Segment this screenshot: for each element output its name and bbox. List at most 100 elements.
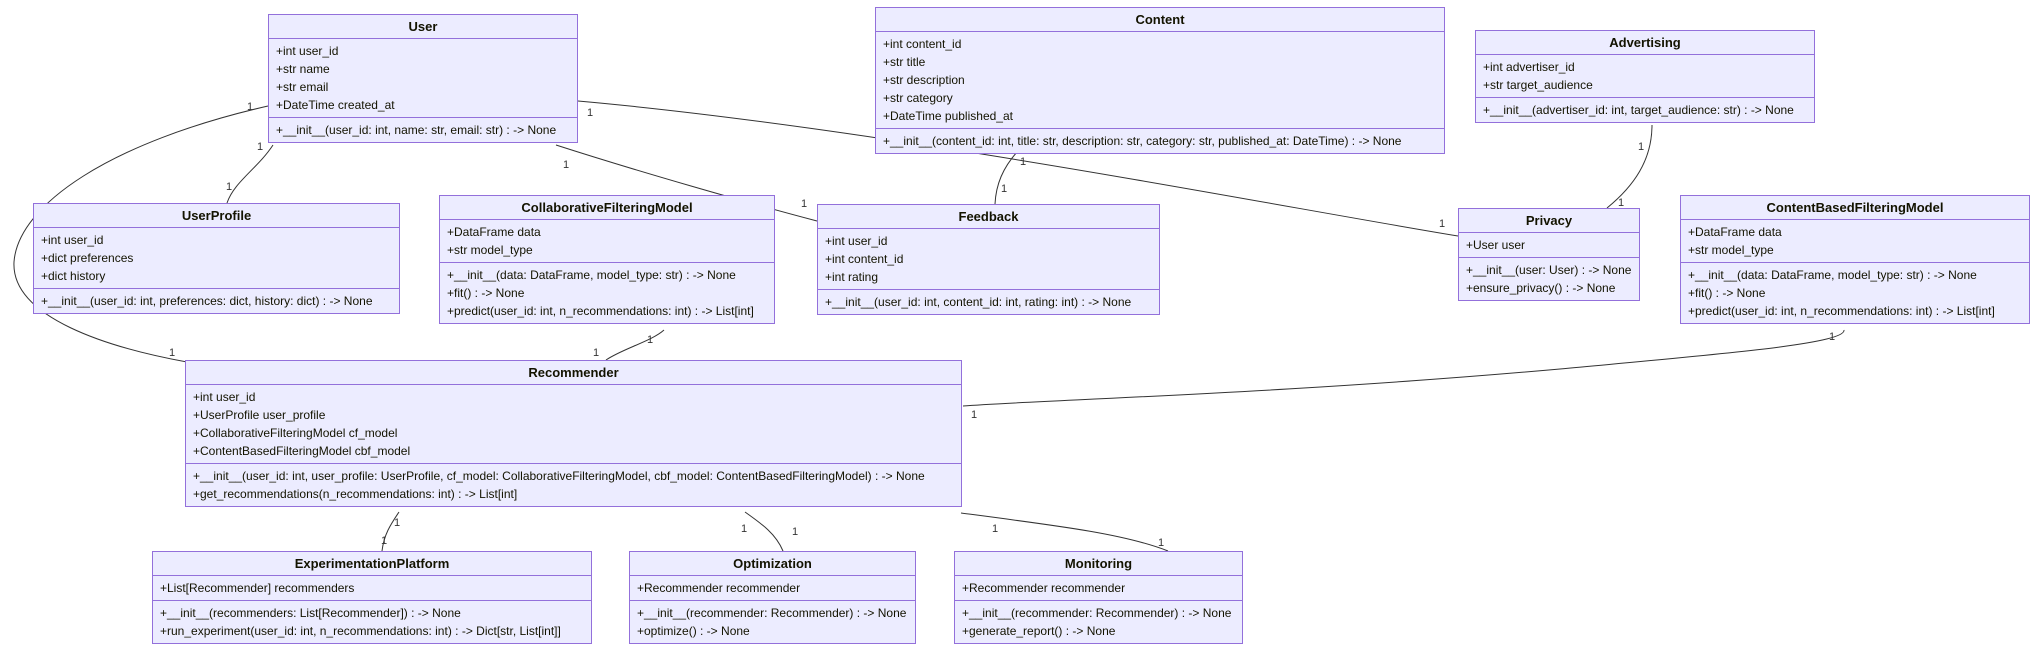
multiplicity-label: 1 [1001, 183, 1007, 195]
class-monitoring: Monitoring +Recommender recommender +__i… [954, 551, 1243, 644]
edge-cbf-recommender [962, 329, 1845, 407]
method: +optimize() : -> None [637, 624, 750, 638]
class-methods: +__init__(content_id: int, title: str, d… [876, 128, 1444, 153]
class-title: Monitoring [955, 552, 1242, 576]
attribute: +ContentBasedFilteringModel cbf_model [193, 444, 411, 458]
attribute: +str model_type [1688, 243, 1774, 257]
attribute: +str description [883, 73, 965, 87]
class-title: Content [876, 8, 1444, 32]
class-attributes: +Recommender recommender [955, 576, 1242, 600]
attribute: +int content_id [825, 252, 904, 266]
class-user: User +int user_id +str name +str email +… [268, 14, 578, 143]
multiplicity-label: 1 [1020, 156, 1026, 168]
multiplicity-label: 1 [226, 181, 232, 193]
edge-cf-recommender [605, 329, 665, 361]
method: +run_experiment(user_id: int, n_recommen… [160, 624, 561, 638]
class-contentbasedfilteringmodel: ContentBasedFilteringModel +DataFrame da… [1680, 195, 2030, 324]
attribute: +int advertiser_id [1483, 60, 1575, 74]
edge-user-feedback [555, 144, 818, 222]
class-methods: +__init__(user_id: int, user_profile: Us… [186, 463, 961, 506]
multiplicity-label: 1 [257, 141, 263, 153]
method: +__init__(data: DataFrame, model_type: s… [1688, 268, 1977, 282]
method: +__init__(content_id: int, title: str, d… [883, 134, 1402, 148]
method: +generate_report() : -> None [962, 624, 1116, 638]
class-feedback: Feedback +int user_id +int content_id +i… [817, 204, 1160, 315]
class-attributes: +Recommender recommender [630, 576, 915, 600]
class-optimization: Optimization +Recommender recommender +_… [629, 551, 916, 644]
attribute: +int user_id [276, 44, 339, 58]
class-attributes: +DataFrame data +str model_type [440, 220, 774, 262]
edge-user-privacy [577, 100, 1459, 237]
class-methods: +__init__(user_id: int, name: str, email… [269, 117, 577, 142]
class-title: User [269, 15, 577, 39]
method: +__init__(recommenders: List[Recommender… [160, 606, 461, 620]
attribute: +DateTime created_at [276, 98, 395, 112]
attribute: +int rating [825, 270, 879, 284]
attribute: +str model_type [447, 243, 533, 257]
attribute: +Recommender recommender [637, 581, 801, 595]
class-privacy: Privacy +User user +__init__(user: User)… [1458, 208, 1640, 301]
edge-recommender-optimization [744, 511, 784, 552]
method: +fit() : -> None [1688, 286, 1766, 300]
class-attributes: +int user_id +str name +str email +DateT… [269, 39, 577, 117]
class-recommender: Recommender +int user_id +UserProfile us… [185, 360, 962, 507]
multiplicity-label: 1 [971, 409, 977, 421]
multiplicity-label: 1 [1158, 537, 1164, 549]
attribute: +str category [883, 91, 953, 105]
class-attributes: +int user_id +UserProfile user_profile +… [186, 385, 961, 463]
multiplicity-label: 1 [587, 107, 593, 119]
method: +__init__(user: User) : -> None [1466, 263, 1632, 277]
edge-user-recommender [13, 105, 269, 363]
class-methods: +__init__(recommender: Recommender) : ->… [630, 600, 915, 643]
class-attributes: +DataFrame data +str model_type [1681, 220, 2029, 262]
multiplicity-label: 1 [801, 198, 807, 210]
method: +__init__(user_id: int, name: str, email… [276, 123, 557, 137]
method: +__init__(recommender: Recommender) : ->… [962, 606, 1232, 620]
attribute: +str name [276, 62, 330, 76]
class-experimentationplatform: ExperimentationPlatform +List[Recommende… [152, 551, 592, 644]
attribute: +CollaborativeFilteringModel cf_model [193, 426, 398, 440]
method: +__init__(recommender: Recommender) : ->… [637, 606, 907, 620]
attribute: +DataFrame data [1688, 225, 1782, 239]
multiplicity-label: 1 [741, 523, 747, 535]
multiplicity-label: 1 [247, 101, 253, 113]
class-attributes: +int user_id +dict preferences +dict his… [34, 228, 399, 288]
class-title: ExperimentationPlatform [153, 552, 591, 576]
class-title: ContentBasedFilteringModel [1681, 196, 2029, 220]
attribute: +DateTime published_at [883, 109, 1013, 123]
class-methods: +__init__(advertiser_id: int, target_aud… [1476, 97, 1814, 122]
class-methods: +__init__(data: DataFrame, model_type: s… [440, 262, 774, 323]
method: +get_recommendations(n_recommendations: … [193, 487, 518, 501]
method: +__init__(user_id: int, user_profile: Us… [193, 469, 925, 483]
attribute: +Recommender recommender [962, 581, 1126, 595]
class-title: Optimization [630, 552, 915, 576]
class-title: Advertising [1476, 31, 1814, 55]
multiplicity-label: 1 [1618, 197, 1624, 209]
edge-recommender-experimentationplatform [381, 511, 400, 552]
attribute: +str target_audience [1483, 78, 1593, 92]
class-methods: +__init__(user: User) : -> None +ensure_… [1459, 257, 1639, 300]
class-userprofile: UserProfile +int user_id +dict preferenc… [33, 203, 400, 314]
method: +fit() : -> None [447, 286, 525, 300]
attribute: +dict history [41, 269, 106, 283]
multiplicity-label: 1 [792, 526, 798, 538]
multiplicity-label: 1 [1439, 218, 1445, 230]
edge-user-userprofile [226, 144, 274, 204]
class-advertising: Advertising +int advertiser_id +str targ… [1475, 30, 1815, 123]
method: +__init__(advertiser_id: int, target_aud… [1483, 103, 1794, 117]
class-attributes: +int advertiser_id +str target_audience [1476, 55, 1814, 97]
method: +predict(user_id: int, n_recommendations… [447, 304, 754, 318]
method: +__init__(data: DataFrame, model_type: s… [447, 268, 736, 282]
attribute: +int user_id [825, 234, 888, 248]
class-attributes: +int content_id +str title +str descript… [876, 32, 1444, 128]
edge-advertising-privacy [1606, 124, 1653, 209]
multiplicity-label: 1 [1638, 141, 1644, 153]
multiplicity-label: 1 [593, 347, 599, 359]
class-methods: +__init__(data: DataFrame, model_type: s… [1681, 262, 2029, 323]
multiplicity-label: 1 [169, 347, 175, 359]
attribute: +str email [276, 80, 329, 94]
class-title: CollaborativeFilteringModel [440, 196, 774, 220]
edge-content-feedback [994, 151, 1018, 205]
class-methods: +__init__(user_id: int, content_id: int,… [818, 289, 1159, 314]
attribute: +dict preferences [41, 251, 134, 265]
